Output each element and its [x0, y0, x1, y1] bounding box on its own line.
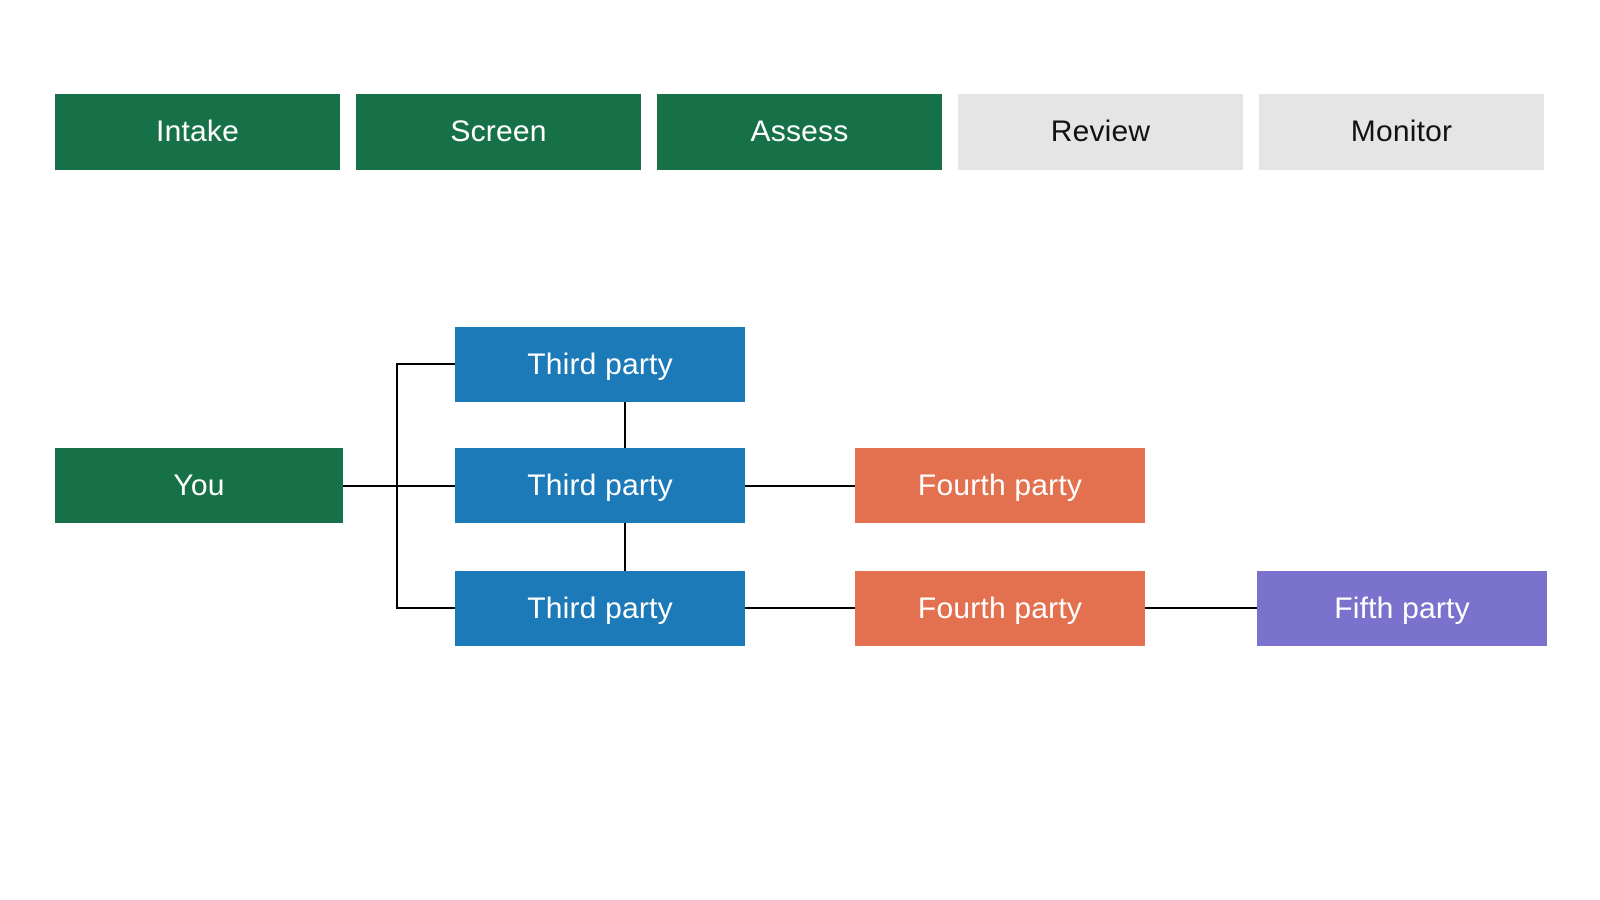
stage-assess-label: Assess [750, 115, 849, 148]
node-third-party-1: Third party [455, 327, 745, 402]
node-fourth-party-2: Fourth party [855, 448, 1145, 523]
connector-trunk [396, 363, 398, 609]
stage-intake[interactable]: Intake [55, 94, 340, 170]
node-third-party-1-label: Third party [527, 347, 673, 381]
connector-third-1-to-third-2 [624, 401, 626, 449]
node-fifth-party-3-label: Fifth party [1334, 591, 1470, 625]
node-fourth-party-3-label: Fourth party [917, 591, 1083, 625]
node-fourth-party-2-label: Fourth party [917, 468, 1083, 502]
connector-you-to-trunk [343, 485, 455, 487]
stage-review-label: Review [1050, 115, 1151, 148]
connector-trunk-to-third-1 [397, 363, 455, 365]
connector-third-2-to-fourth-2 [745, 485, 855, 487]
stage-assess[interactable]: Assess [657, 94, 942, 170]
stage-intake-label: Intake [156, 115, 239, 148]
node-third-party-3: Third party [455, 571, 745, 646]
stage-monitor-label: Monitor [1350, 115, 1453, 148]
node-third-party-2-label: Third party [527, 468, 673, 502]
connector-trunk-to-third-3 [397, 607, 455, 609]
stage-review[interactable]: Review [958, 94, 1243, 170]
stage-screen[interactable]: Screen [356, 94, 641, 170]
connector-third-3-to-fourth-3 [745, 607, 855, 609]
node-third-party-2: Third party [455, 448, 745, 523]
node-third-party-3-label: Third party [527, 591, 673, 625]
connector-third-2-to-third-3 [624, 522, 626, 572]
node-you-label: You [173, 468, 225, 502]
node-fifth-party-3: Fifth party [1257, 571, 1547, 646]
stage-monitor[interactable]: Monitor [1259, 94, 1544, 170]
connector-fourth-3-to-fifth-3 [1145, 607, 1257, 609]
node-you: You [55, 448, 343, 523]
stage-screen-label: Screen [450, 115, 547, 148]
node-fourth-party-3: Fourth party [855, 571, 1145, 646]
